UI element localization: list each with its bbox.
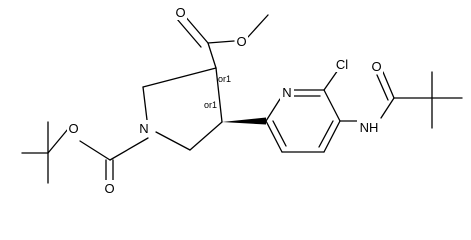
bond-ester-c-to-o — [207, 40, 235, 44]
bond-ester-c-to-carbonyl-o-double — [176, 18, 202, 48]
atom-n-pyridine: N — [280, 84, 294, 100]
atom-o-ester-single: O — [235, 33, 248, 49]
bond-carbonyl-c-o-a — [382, 71, 395, 99]
stereo-label-c4: or1 — [204, 100, 217, 110]
atom-o-boc-carbonyl: O — [103, 180, 116, 196]
bond-c4-c3 — [215, 67, 223, 123]
bond-pyr-c3-c2-double — [272, 120, 287, 147]
svg-text:N: N — [282, 85, 291, 100]
svg-text:O: O — [68, 121, 78, 136]
bond-pyr-c5-c4-double — [318, 120, 334, 148]
chemical-structure: O O N O O N Cl NH O or1 or1 — [21, 4, 463, 196]
bond-c3-to-ester-c — [207, 42, 217, 69]
svg-text:Cl: Cl — [336, 57, 348, 72]
bond-ester-c-to-carbonyl-o — [183, 14, 209, 44]
svg-text:N: N — [139, 121, 148, 136]
bond-pyr-c6-c5 — [323, 89, 341, 122]
atom-o-amide: O — [370, 58, 383, 74]
bond-boc-c-to-o — [79, 140, 111, 161]
svg-text:O: O — [371, 59, 381, 74]
bond-pyr-c3-c2 — [265, 120, 283, 153]
atom-cl: Cl — [332, 56, 352, 72]
bond-nh-carbonyl-c — [380, 97, 395, 119]
bond-carbonyl-c-o-b — [376, 74, 389, 101]
atom-o-ester-carbonyl: O — [174, 4, 187, 20]
bond-n1-c5 — [155, 131, 191, 151]
wedge-bond-c4-to-pyridine — [222, 117, 266, 125]
bond-pyr-c5-c4 — [323, 120, 341, 153]
bond-pyr-c2-n1 — [265, 98, 281, 122]
svg-text:O: O — [236, 34, 246, 49]
atom-nh-amide: NH — [357, 119, 381, 135]
bond-o-to-tbu — [47, 128, 69, 154]
bond-n1-to-boc-c — [109, 137, 149, 161]
bond-c3-c2 — [142, 67, 217, 88]
bond-o-to-methyl — [247, 14, 269, 38]
atom-o-boc-single: O — [67, 120, 80, 136]
svg-text:O: O — [175, 5, 185, 20]
bond-c2-n1 — [142, 86, 148, 121]
atom-n-pyrrolidine: N — [137, 120, 151, 136]
bond-c6-cl — [323, 69, 339, 91]
svg-text:O: O — [104, 181, 114, 196]
stereo-label-c3: or1 — [218, 74, 231, 84]
svg-text:NH: NH — [360, 120, 379, 135]
bond-c5-c4 — [189, 121, 223, 151]
